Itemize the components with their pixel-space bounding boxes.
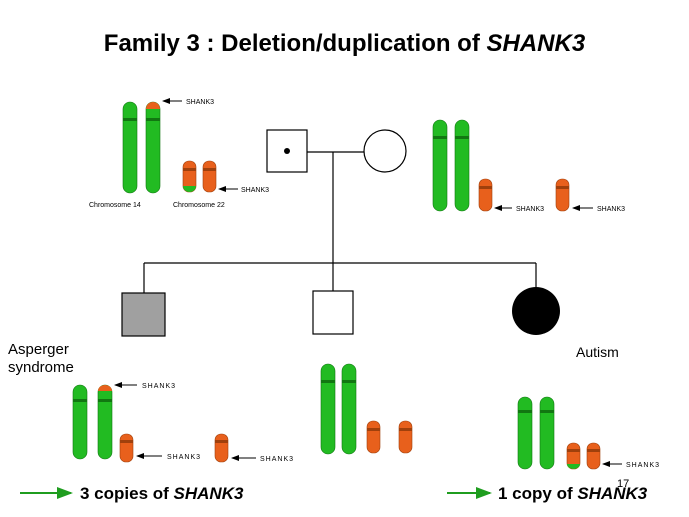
chr14-centromere — [146, 118, 160, 121]
chr14 — [539, 396, 555, 470]
gene-label: SHANK3 — [186, 99, 214, 106]
chr22-centromere — [367, 428, 380, 431]
asperger-label-line2: syndrome — [8, 359, 74, 376]
chr14-centromere — [433, 136, 447, 139]
mother-symbol — [363, 129, 407, 173]
chr22 — [119, 433, 134, 463]
chr14-centromere — [342, 380, 356, 383]
chr22 — [478, 178, 493, 212]
page-number: 17 — [617, 478, 630, 490]
chr22 — [586, 442, 601, 470]
chr22-centromere — [567, 449, 580, 452]
chr14 — [72, 384, 88, 460]
gene-label: SHANK3 — [597, 206, 625, 213]
asperger-label-line1: Asperger — [8, 341, 69, 358]
slide-title: Family 3 : Deletion/duplication of SHANK… — [0, 30, 689, 58]
chromosome-22-label: Chromosome 22 — [173, 202, 225, 209]
asperger-label: Asperger syndrome — [8, 341, 74, 377]
chr22 — [555, 178, 570, 212]
mother-karyotype: SHANK3 SHANK3 — [432, 119, 625, 213]
chr14-centromere — [455, 136, 469, 139]
chr14 — [432, 119, 448, 212]
title-text: Family 3 : Deletion/duplication of — [103, 30, 487, 57]
shank3-duplicated-segment — [98, 385, 112, 391]
gene-label: SHANK3 — [516, 206, 544, 213]
chr14 — [320, 363, 336, 455]
summary-right-text: 1 copy of — [498, 484, 578, 503]
child-unaffected-karyotype — [320, 363, 413, 455]
carrier-dot — [284, 148, 290, 154]
chr14-centromere — [123, 118, 137, 121]
child-asperger-symbol — [121, 292, 166, 337]
gene-label: SHANK3 — [142, 383, 176, 390]
child-unaffected-symbol — [312, 290, 354, 335]
pedigree — [121, 129, 560, 337]
summary-right-gene: SHANK3 — [577, 484, 648, 503]
chr14 — [341, 363, 357, 455]
summary-right: 1 copy of SHANK3 — [498, 484, 647, 504]
chr14 — [517, 396, 533, 470]
chr14-derivative — [97, 384, 113, 460]
gene-label: SHANK3 — [626, 462, 660, 469]
chr22-centromere — [183, 168, 196, 171]
chr14-translocated-segment — [567, 464, 580, 469]
child-autism-karyotype: SHANK3 — [517, 396, 660, 470]
chr14-derivative — [145, 101, 161, 194]
summary-left-gene: SHANK3 — [173, 484, 244, 503]
gene-label: SHANK3 — [241, 187, 269, 194]
chr14-centromere — [321, 380, 335, 383]
chr22-centromere — [556, 186, 569, 189]
chr22-centromere — [479, 186, 492, 189]
chr22 — [398, 420, 413, 454]
chr14-normal — [122, 101, 138, 194]
chr22 — [366, 420, 381, 454]
chr22-centromere — [215, 440, 228, 443]
child-autism-symbol — [512, 287, 560, 335]
chr22 — [214, 433, 229, 463]
chr14-translocated-segment — [183, 186, 196, 192]
shank3-duplicated-segment — [146, 102, 160, 109]
chr14-centromere — [98, 399, 112, 402]
chr22-centromere — [587, 449, 600, 452]
chr14-centromere — [73, 399, 87, 402]
chr22-centromere — [399, 428, 412, 431]
child-asperger-karyotype: SHANK3 SHANK3 SHANK3 — [72, 382, 294, 463]
chr14-centromere — [540, 410, 554, 413]
chr22-centromere — [120, 440, 133, 443]
chromosome-14-label: Chromosome 14 — [89, 202, 141, 209]
title-gene: SHANK3 — [486, 30, 586, 57]
summary-left-text: 3 copies of — [80, 484, 174, 503]
autism-label: Autism — [576, 344, 619, 360]
chr22-derivative — [202, 160, 217, 193]
summary-left: 3 copies of SHANK3 — [80, 484, 243, 504]
chr14 — [454, 119, 470, 212]
gene-label: SHANK3 — [167, 454, 201, 461]
gene-label: SHANK3 — [260, 456, 294, 463]
father-karyotype: SHANK3 SHANK3 Chromosome 14 Chromosome 2… — [89, 98, 269, 209]
chr22-centromere — [203, 168, 216, 171]
chr14-centromere — [518, 410, 532, 413]
